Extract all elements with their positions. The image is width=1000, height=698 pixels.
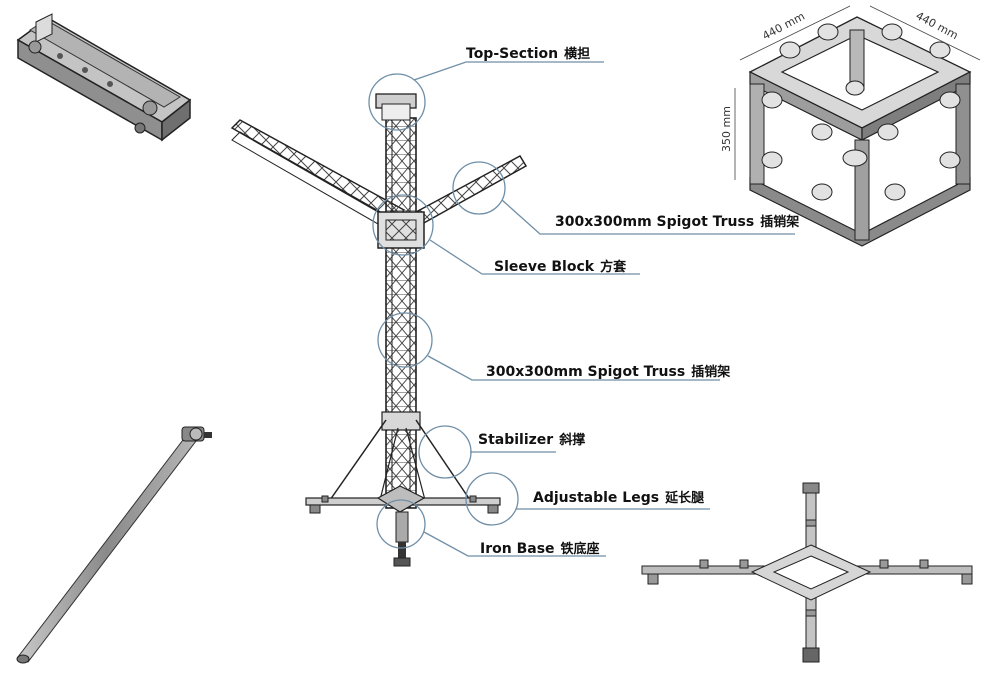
- callout-sleeve-block-en: Sleeve Block: [494, 259, 595, 275]
- callout-spigot-truss-lower: 300x300mm Spigot Truss 插销架: [486, 361, 730, 380]
- callout-spigot-truss-upper-cn: 插销架: [760, 215, 800, 230]
- callout-spigot-truss-lower-en: 300x300mm Spigot Truss: [486, 364, 686, 380]
- callout-sleeve-block-cn: 方套: [600, 260, 627, 275]
- iron-base-3d-detail: [641, 482, 973, 663]
- callout-spigot-truss-upper-en: 300x300mm Spigot Truss: [555, 214, 755, 230]
- callout-spigot-truss-upper: 300x300mm Spigot Truss 插销架: [555, 211, 799, 230]
- sleeve-block-3d-detail: 440 mm 440 mm 350 mm: [720, 5, 981, 247]
- callout-adjustable-legs: Adjustable Legs 延长腿: [533, 487, 704, 506]
- callout-spigot-truss-lower-cn: 插销架: [691, 365, 731, 380]
- truss-tower-drawing: [230, 93, 528, 567]
- callout-sleeve-block: Sleeve Block 方套: [494, 256, 626, 275]
- callout-iron-base-en: Iron Base: [480, 541, 555, 557]
- callout-top-section-en: Top-Section: [466, 46, 559, 62]
- callout-adjustable-legs-en: Adjustable Legs: [533, 490, 660, 506]
- top-section-part-illustration: [16, 13, 192, 142]
- callout-stabilizer: Stabilizer 斜撑: [478, 429, 585, 448]
- callout-stabilizer-cn: 斜撑: [559, 433, 586, 448]
- callout-leaders: [368, 61, 795, 557]
- callout-top-section: Top-Section 横担: [466, 43, 590, 62]
- callout-iron-base: Iron Base 铁底座: [480, 538, 600, 557]
- callout-adjustable-legs-cn: 延长腿: [665, 491, 705, 506]
- sleeve-height-dimension: 350 mm: [720, 106, 733, 152]
- sleeve-depth-dimension: 440 mm: [914, 9, 961, 42]
- sleeve-width-dimension: 440 mm: [760, 10, 807, 43]
- stabilizer-pole-illustration: [16, 426, 212, 664]
- callout-top-section-cn: 横担: [564, 47, 591, 62]
- callout-iron-base-cn: 铁底座: [560, 542, 600, 557]
- callout-stabilizer-en: Stabilizer: [478, 432, 554, 448]
